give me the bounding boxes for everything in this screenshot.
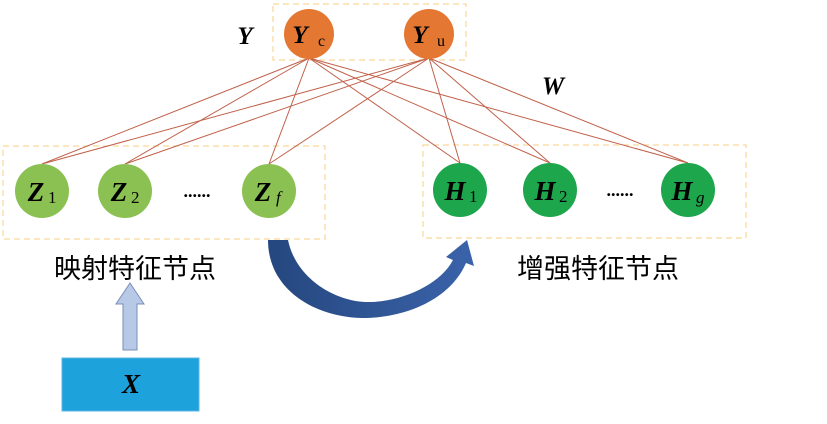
output-layer-box bbox=[272, 3, 467, 61]
z2-subscript: 2 bbox=[131, 188, 140, 207]
edge-yc-hg bbox=[308, 57, 689, 164]
edge-yc-z2 bbox=[124, 57, 310, 165]
h1-symbol: H bbox=[443, 176, 466, 206]
enhanced-node-h1: H 1 bbox=[433, 163, 487, 217]
yc-subscript: c bbox=[318, 33, 325, 50]
mapped-feature-caption: 映射特征节点 bbox=[54, 254, 216, 285]
input-label: X bbox=[121, 369, 141, 399]
enhanced-feature-caption: 增强特征节点 bbox=[517, 254, 679, 285]
edge-yu-z1 bbox=[41, 57, 430, 165]
edge-yu-zf bbox=[268, 57, 430, 165]
edge-yc-z1 bbox=[41, 57, 310, 165]
hg-subscript: g bbox=[696, 188, 705, 207]
output-node-yu: Y u bbox=[404, 9, 454, 59]
edge-yu-z2 bbox=[124, 57, 430, 165]
edge-yc-h1 bbox=[308, 57, 461, 164]
yu-subscript: u bbox=[437, 33, 445, 50]
mapped-feature-box bbox=[2, 145, 326, 240]
z1-subscript: 1 bbox=[48, 188, 57, 207]
z2-symbol: Z bbox=[110, 177, 128, 207]
mapped-node-z2: Z 2 bbox=[98, 164, 152, 218]
h1-subscript: 1 bbox=[469, 187, 478, 206]
yc-symbol: Y bbox=[292, 22, 310, 49]
mapped-node-z1: Z 1 bbox=[15, 164, 69, 218]
mapped-node-zf: Z f bbox=[242, 164, 296, 218]
yu-symbol: Y bbox=[412, 22, 430, 49]
mapped-ellipsis: ...... bbox=[184, 181, 211, 201]
z1-symbol: Z bbox=[27, 177, 45, 207]
enhanced-feature-box bbox=[422, 144, 747, 239]
output-node-yc: Y c bbox=[284, 9, 334, 59]
curved-arrow-mapped-to-enhanced bbox=[268, 240, 474, 318]
output-layer-label: Y bbox=[237, 23, 255, 50]
enhanced-node-h2: H 2 bbox=[523, 163, 577, 217]
zf-symbol: Z bbox=[254, 177, 272, 207]
enhanced-ellipsis: ...... bbox=[607, 180, 634, 200]
h2-symbol: H bbox=[533, 176, 556, 206]
weight-edges bbox=[41, 57, 689, 165]
edge-yu-h2 bbox=[428, 57, 551, 164]
weight-label: W bbox=[542, 73, 566, 100]
input-box bbox=[61, 357, 200, 412]
edge-yu-hg bbox=[428, 57, 689, 164]
edge-yc-h2 bbox=[308, 57, 551, 164]
zf-subscript: f bbox=[276, 188, 283, 207]
edge-yc-zf bbox=[268, 57, 310, 165]
edge-yu-h1 bbox=[428, 57, 461, 164]
hg-symbol: H bbox=[670, 176, 693, 206]
enhanced-node-hg: H g bbox=[661, 163, 715, 217]
input-arrow-up bbox=[115, 282, 145, 351]
h2-subscript: 2 bbox=[559, 187, 568, 206]
